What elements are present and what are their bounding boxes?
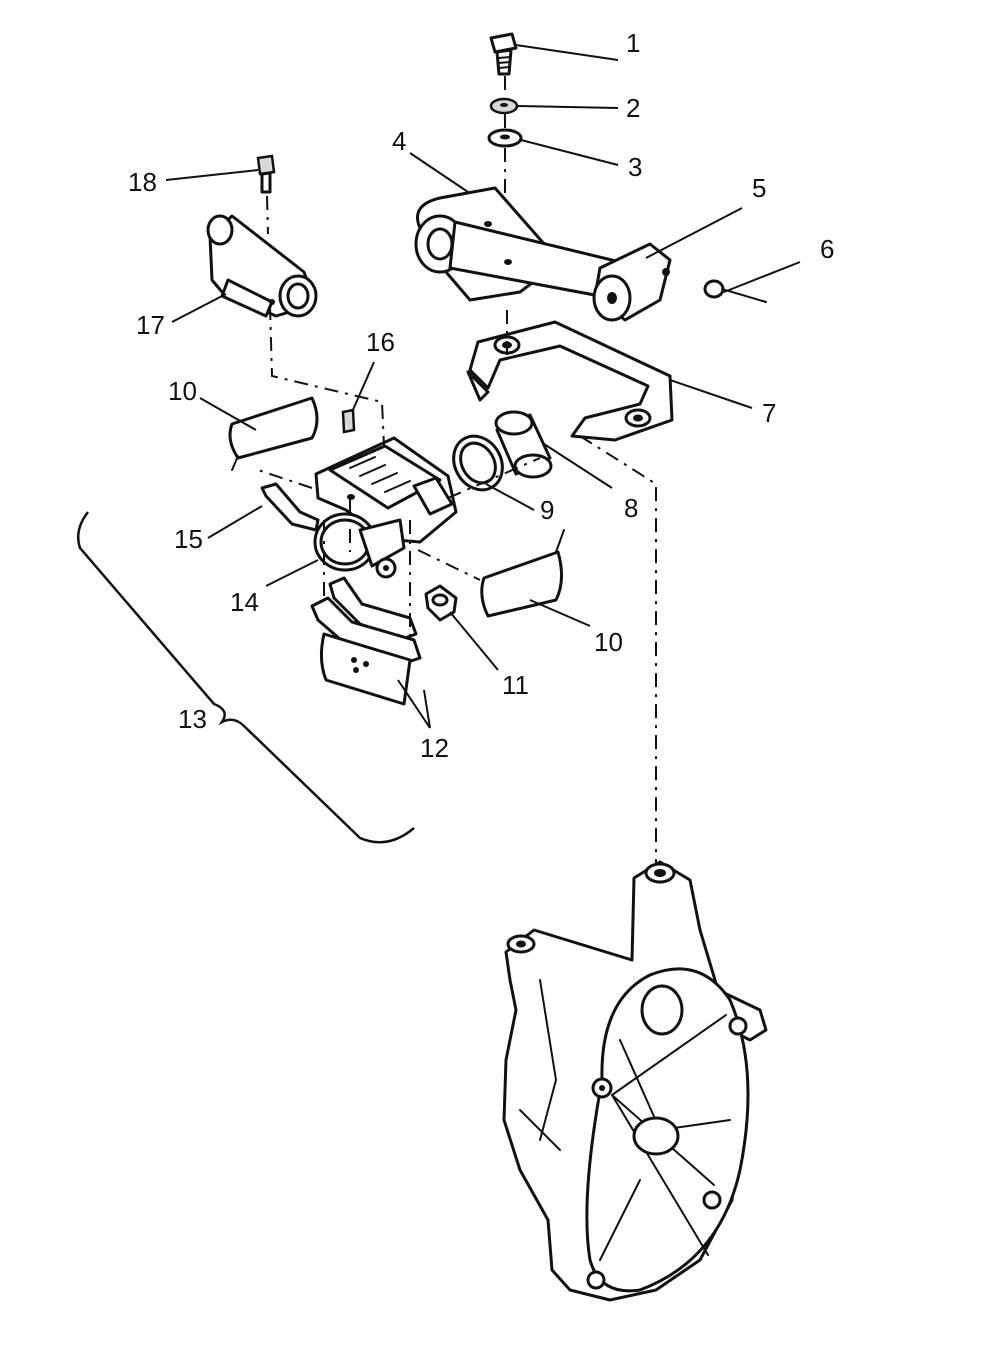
brake-pads-part (310, 576, 422, 706)
piston-seal-part (452, 434, 504, 492)
callout-8: 8 (624, 493, 638, 523)
callout-6: 6 (820, 234, 834, 264)
flat-washer-part (487, 128, 523, 148)
callout-18: 18 (128, 167, 157, 197)
leader-lines (165, 44, 801, 729)
assembly-13-brace (77, 511, 415, 844)
callout-12: 12 (420, 733, 449, 763)
pad-shim-upper-part (228, 396, 319, 471)
bleeder-valve-part (341, 408, 356, 434)
lock-washer-part (489, 97, 519, 115)
callout-7: 7 (762, 398, 776, 428)
retaining-nut-part (424, 584, 458, 622)
chaincase-housing-part (502, 860, 768, 1302)
bolt-part (489, 32, 518, 76)
callout-4: 4 (392, 126, 406, 156)
caliper-body-part (313, 436, 458, 579)
callout-5: 5 (752, 173, 766, 203)
plate-to-housing-line (579, 435, 657, 870)
pad-shim-lower-part (480, 529, 565, 618)
caliper-to-pad-shim-line (257, 457, 541, 581)
callout-17: 17 (136, 310, 165, 340)
callout-3: 3 (628, 152, 642, 182)
master-cylinder-screw-part (256, 154, 276, 194)
callout-14: 14 (230, 587, 259, 617)
callout-11: 11 (502, 670, 529, 700)
master-cylinder-part (206, 214, 318, 318)
callout-1: 1 (626, 28, 640, 58)
piston-part (494, 410, 553, 479)
caliper-bracket-part (414, 186, 672, 322)
bleeder-screw-part (703, 279, 767, 303)
callout-15: 15 (174, 524, 203, 554)
screw-axis-line (266, 195, 269, 235)
callout-10-upper: 10 (168, 376, 197, 406)
callout-13: 13 (178, 704, 207, 734)
callout-labels: 1 2 3 4 5 6 7 8 9 10 10 11 12 13 14 15 1… (128, 28, 834, 763)
callout-10-lower: 10 (594, 627, 623, 657)
callout-2: 2 (626, 93, 640, 123)
caliper-to-pad-line (323, 498, 411, 640)
callout-9: 9 (540, 495, 554, 525)
brake-line-part (260, 482, 320, 532)
callout-16: 16 (366, 327, 395, 357)
cylinder-to-caliper-line (269, 305, 385, 447)
